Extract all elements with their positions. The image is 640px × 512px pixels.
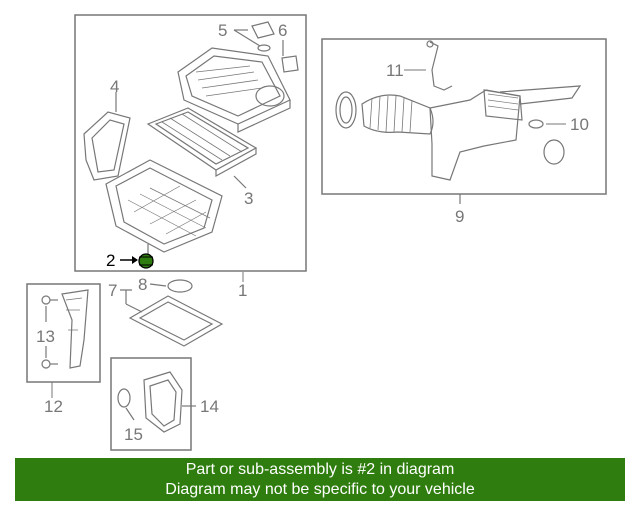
duct-assembly xyxy=(335,40,582,204)
assembly-14-frame xyxy=(110,357,192,451)
air-filter-3 xyxy=(146,107,258,189)
leader-lines xyxy=(51,69,566,398)
part-2-highlight xyxy=(120,253,154,269)
callout-15: 15 xyxy=(124,425,143,444)
air-cleaner-cover xyxy=(177,47,291,133)
callout-8: 8 xyxy=(138,275,147,294)
callout-9: 9 xyxy=(455,207,464,226)
sensor-6 xyxy=(281,40,299,73)
callout-6: 6 xyxy=(278,21,287,40)
assembly-12-frame xyxy=(26,283,101,383)
callout-13: 13 xyxy=(36,327,55,346)
lower-housing xyxy=(105,159,223,258)
callout-1: 1 xyxy=(238,281,247,300)
callout-3: 3 xyxy=(244,189,253,208)
banner-line-2: Diagram may not be specific to your vehi… xyxy=(165,481,475,498)
callout-4: 4 xyxy=(110,77,119,96)
banner-line-1: Part or sub-assembly is #2 in diagram xyxy=(185,461,455,478)
assembly-1-frame xyxy=(74,14,307,272)
seal-4 xyxy=(83,92,131,181)
callout-7: 7 xyxy=(108,281,117,300)
sensor-5 xyxy=(233,21,275,52)
assembly-9-frame xyxy=(321,38,607,195)
callout-14: 14 xyxy=(200,397,219,416)
callout-12: 12 xyxy=(44,397,63,416)
bracket-7 xyxy=(120,289,224,347)
callout-10: 10 xyxy=(570,115,589,134)
callout-2: 2 xyxy=(106,251,115,270)
insulator-8 xyxy=(149,279,193,293)
callout-5: 5 xyxy=(218,21,227,40)
info-banner: Part or sub-assembly is #2 in diagram Di… xyxy=(15,458,625,501)
panel-12-parts xyxy=(41,289,89,369)
panel-14-parts xyxy=(117,371,196,433)
callout-11: 11 xyxy=(386,61,404,80)
